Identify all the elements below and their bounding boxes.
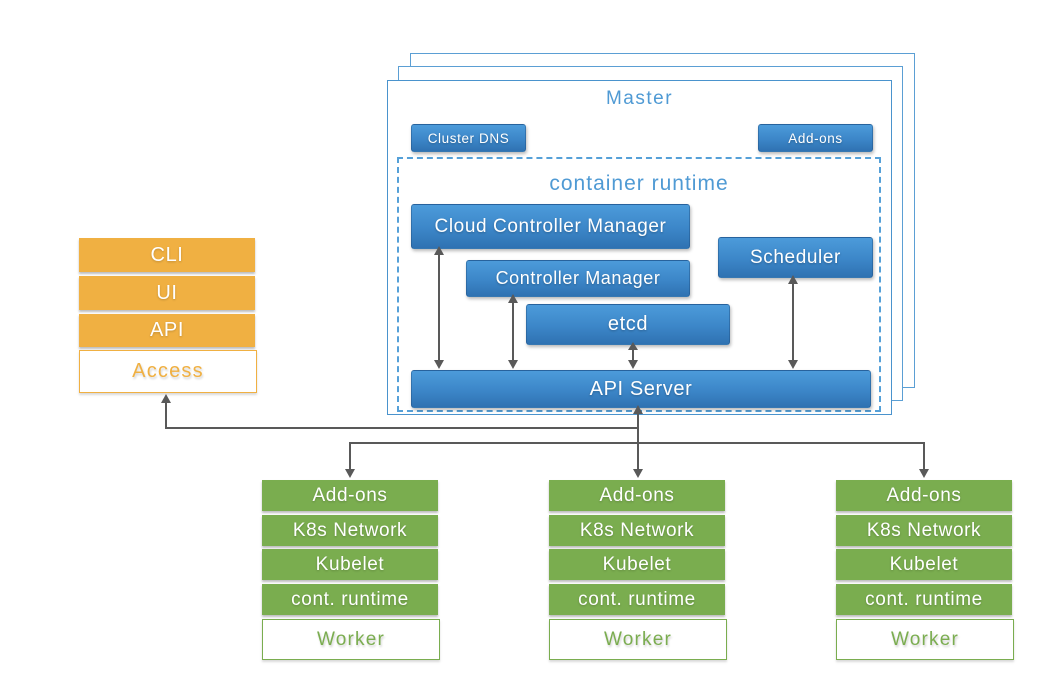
cluster-dns-box: Cluster DNS [411,124,526,152]
connector-apiserver-workers [345,442,929,478]
scheduler-box: Scheduler [718,237,873,278]
access-label-box: Access [79,350,257,393]
worker3-cont-runtime-box: cont. runtime [836,584,1012,615]
connector-apiserver-worker2 [633,405,643,478]
worker1-label-box: Worker [262,619,440,660]
worker2-addons-box: Add-ons [549,480,725,511]
access-stack: CLI UI API Access [79,238,257,393]
controller-manager-box: Controller Manager [466,260,690,297]
master-panel: Master Cluster DNS Add-ons container run… [387,80,892,415]
worker1-kubelet-box: Kubelet [262,549,438,580]
worker3-kubelet-box: Kubelet [836,549,1012,580]
worker3-addons-box: Add-ons [836,480,1012,511]
api-server-box: API Server [411,370,871,408]
worker-stack-1: Add-ons K8s Network Kubelet cont. runtim… [262,480,440,660]
worker3-k8s-network-box: K8s Network [836,515,1012,546]
cloud-controller-manager-box: Cloud Controller Manager [411,204,690,249]
worker2-kubelet-box: Kubelet [549,549,725,580]
addons-box: Add-ons [758,124,873,152]
worker1-k8s-network-box: K8s Network [262,515,438,546]
etcd-box: etcd [526,304,730,345]
worker-stack-2: Add-ons K8s Network Kubelet cont. runtim… [549,480,727,660]
ui-box: UI [79,276,255,310]
worker1-cont-runtime-box: cont. runtime [262,584,438,615]
worker2-cont-runtime-box: cont. runtime [549,584,725,615]
container-runtime-title: container runtime [549,172,729,195]
worker-stack-3: Add-ons K8s Network Kubelet cont. runtim… [836,480,1014,660]
worker3-label-box: Worker [836,619,1014,660]
worker2-k8s-network-box: K8s Network [549,515,725,546]
worker1-addons-box: Add-ons [262,480,438,511]
container-runtime-box: container runtime Cloud Controller Manag… [397,157,881,412]
cli-box: CLI [79,238,255,272]
master-title: Master [605,88,674,109]
api-box: API [79,314,255,347]
worker2-label-box: Worker [549,619,727,660]
